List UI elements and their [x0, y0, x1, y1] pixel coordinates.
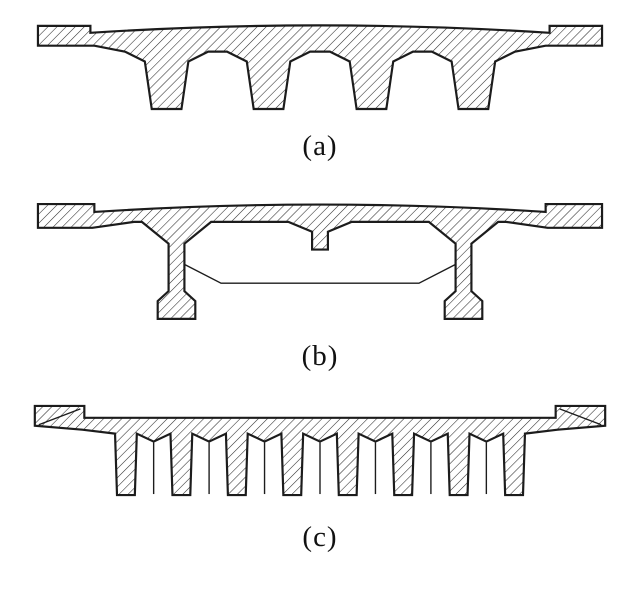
t-beam-deck-outline: [36, 24, 604, 111]
left-curb-diagonal-line: [38, 408, 81, 426]
figure-b-section: (b): [0, 192, 640, 398]
figure-b-label: (b): [301, 340, 339, 372]
figure-a-section: (a): [0, 14, 640, 192]
right-curb-diagonal-line: [559, 408, 602, 426]
beam-joint-lines: [152, 442, 488, 495]
t-beam-deck-cross-section-diagram: [36, 24, 604, 111]
figure-c-section: (c): [0, 398, 640, 555]
figure-c-label: (c): [302, 521, 338, 553]
adjacent-beam-deck-outline: [33, 404, 607, 497]
twin-girder-deck-cross-section-diagram: [36, 202, 604, 320]
twin-girder-deck-outline: [36, 202, 604, 320]
figure-a-label: (a): [302, 130, 338, 162]
diaphragm-outline: [184, 263, 456, 284]
adjacent-beam-deck-cross-section-diagram: [33, 404, 607, 497]
